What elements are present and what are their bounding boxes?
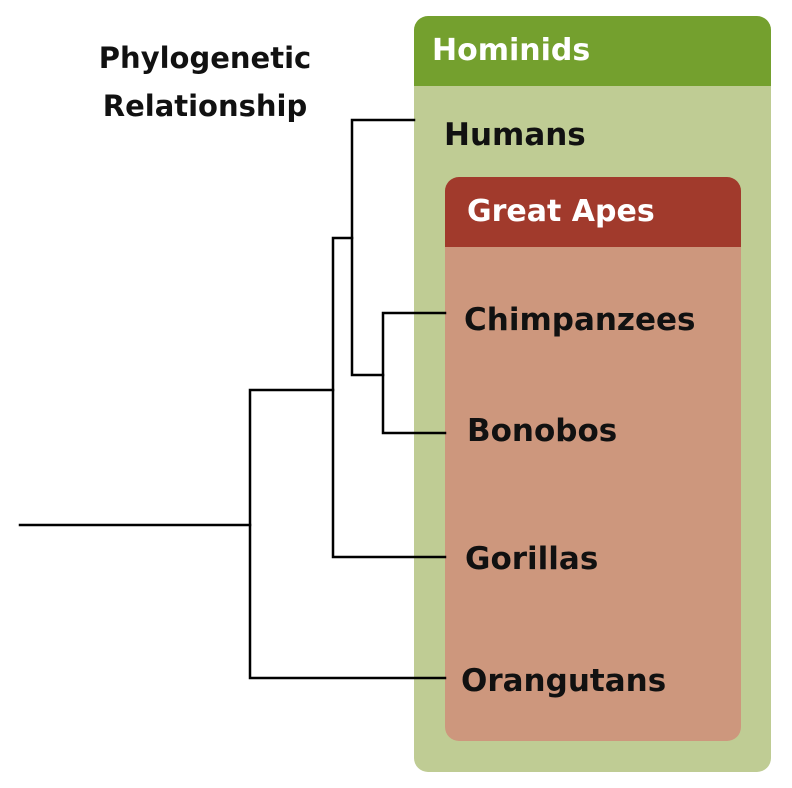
taxon-chimpanzees: Chimpanzees [464,302,696,338]
node-gorilla-split [331,236,447,559]
great-apes-header: Great Apes [445,177,741,247]
hominids-header: Hominids [414,16,771,86]
diagram-title: Phylogenetic Relationship [98,41,312,123]
taxon-orangutans: Orangutans [461,663,667,699]
node-orangutan-split [248,388,447,680]
great-apes-body [445,247,741,741]
taxon-gorillas: Gorillas [465,541,599,577]
node-chimp-bonobo-split [381,311,447,435]
taxon-humans: Humans [444,117,586,153]
great-apes-group: Great Apes [445,177,741,741]
node-human-split [350,118,416,377]
taxon-bonobos: Bonobos [467,413,618,449]
